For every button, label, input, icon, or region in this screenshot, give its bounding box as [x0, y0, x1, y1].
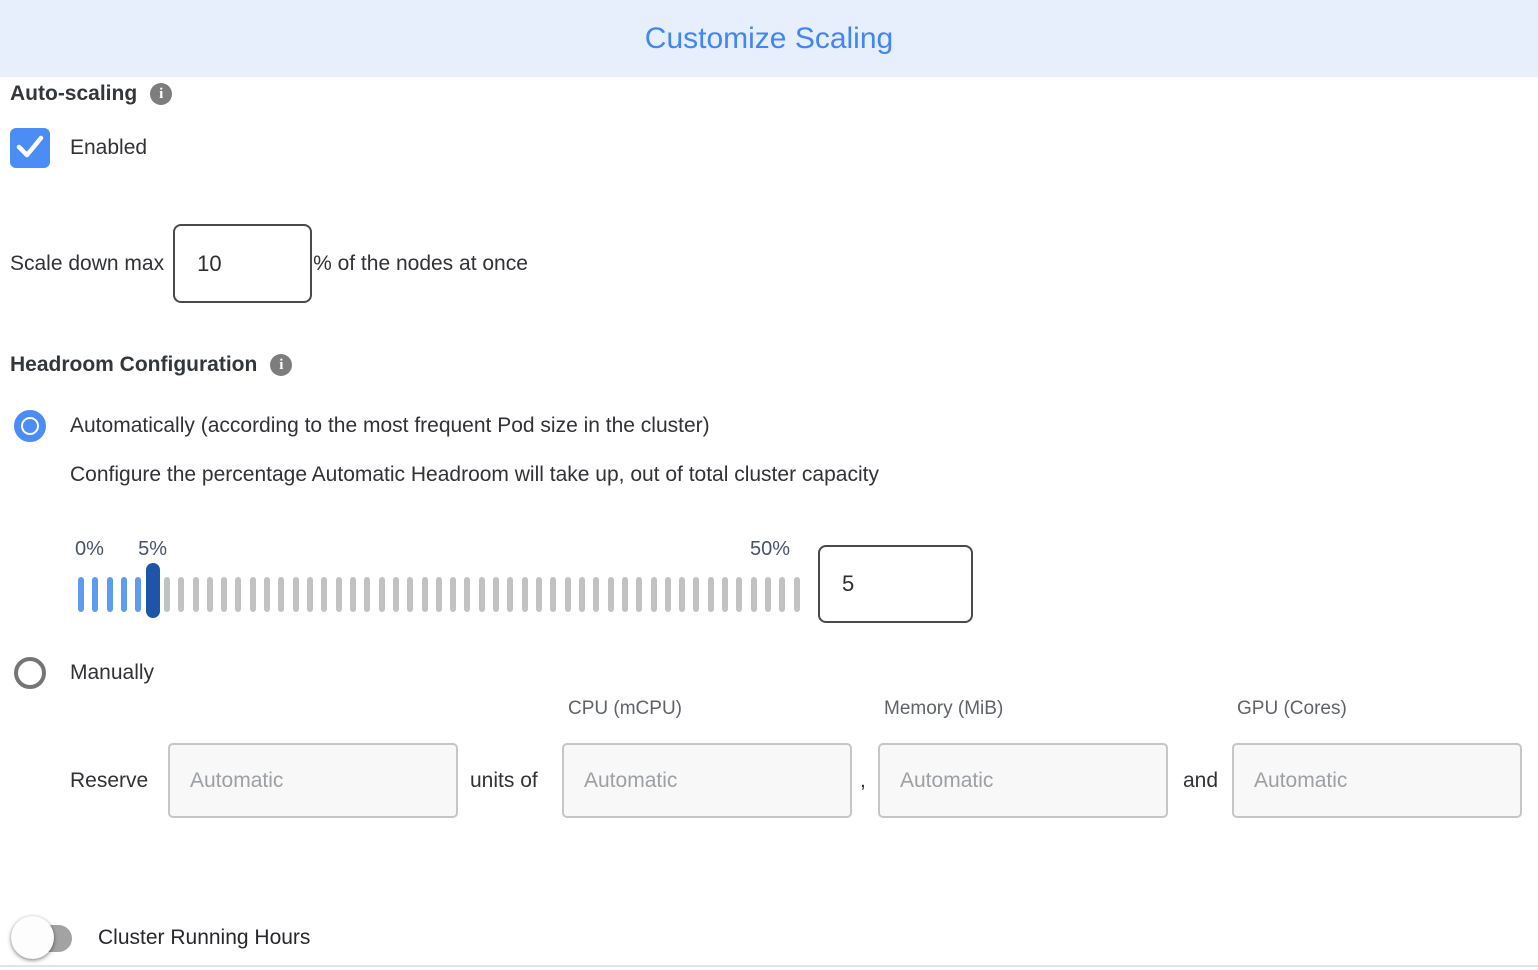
slider-tick	[163, 577, 170, 612]
comma-separator: ,	[860, 768, 866, 792]
slider-tick	[636, 577, 643, 612]
info-icon[interactable]: i	[270, 354, 293, 376]
slider-tick	[736, 577, 743, 612]
slider-tick	[349, 577, 356, 612]
headroom-manually-radio[interactable]	[14, 657, 46, 689]
slider-tick	[178, 577, 185, 612]
headroom-manually-label: Manually	[70, 661, 155, 684]
slider-tick	[464, 577, 471, 612]
slider-tick	[364, 577, 371, 612]
slider-tick	[235, 577, 242, 612]
cluster-running-hours-label: Cluster Running Hours	[98, 926, 311, 949]
scale-down-suffix: % of the nodes at once	[313, 251, 528, 275]
slider-tick	[78, 577, 84, 612]
slider-tick	[221, 577, 228, 612]
scale-down-row: Scale down max % of the nodes at once	[10, 224, 528, 303]
slider-tick	[679, 577, 686, 612]
slider-tick	[435, 577, 442, 612]
slider-tick	[392, 577, 399, 612]
bottom-divider	[0, 965, 1538, 967]
scale-down-input[interactable]	[173, 224, 313, 303]
reserve-label: Reserve	[70, 768, 149, 792]
headroom-percentage-input[interactable]	[818, 545, 973, 623]
info-icon[interactable]: i	[150, 83, 173, 105]
slider-tick	[407, 577, 414, 612]
slider-tick	[421, 577, 428, 612]
and-label: and	[1183, 768, 1219, 792]
slider-tick	[693, 577, 700, 612]
slider-tick	[750, 577, 757, 612]
headroom-slider-ticks[interactable]	[78, 577, 800, 612]
panel-header: Customize Scaling	[0, 0, 1538, 77]
checkmark-icon	[10, 126, 50, 171]
slider-tick	[607, 577, 614, 612]
auto-scaling-checkbox[interactable]	[10, 128, 50, 168]
automatic-headroom-description: Configure the percentage Automatic Headr…	[70, 463, 879, 486]
memory-column-header: Memory (MiB)	[884, 698, 1004, 719]
slider-tick	[307, 577, 313, 612]
slider-tick	[292, 577, 299, 612]
memory-input[interactable]	[878, 743, 1168, 818]
slider-tick	[478, 577, 485, 612]
slider-tick	[521, 577, 528, 612]
slider-tick	[92, 577, 99, 612]
slider-tick	[765, 577, 771, 612]
slider-tick	[564, 577, 571, 612]
slider-tick	[264, 577, 271, 612]
cluster-running-hours-toggle[interactable]	[11, 916, 83, 960]
slider-tick	[578, 577, 585, 612]
slider-tick	[707, 577, 714, 612]
cpu-column-header: CPU (mCPU)	[568, 698, 682, 719]
slider-tick	[650, 577, 657, 612]
slider-tick	[593, 577, 600, 612]
headroom-label: Headroom Configuration	[10, 353, 258, 376]
slider-tick	[135, 577, 142, 612]
slider-tick	[493, 577, 500, 612]
slider-tick	[321, 577, 328, 612]
slider-tick	[507, 577, 514, 612]
auto-scaling-section-label: Auto-scaling i	[10, 82, 173, 106]
slider-tick	[793, 577, 800, 612]
slider-tick	[249, 577, 256, 612]
slider-tick	[278, 577, 285, 612]
slider-tick	[450, 577, 457, 612]
slider-tick	[120, 577, 127, 612]
slider-tick	[536, 577, 542, 612]
slider-tick	[779, 577, 786, 612]
headroom-slider-handle[interactable]	[145, 563, 160, 618]
slider-tick	[335, 577, 342, 612]
slider-current-label: 5%	[138, 538, 168, 560]
headroom-slider: 0% 5% 50%	[75, 538, 800, 633]
slider-tick	[722, 577, 729, 612]
reserve-units-input[interactable]	[168, 743, 458, 818]
page-title: Customize Scaling	[644, 21, 894, 55]
headroom-manually-option[interactable]: Manually	[14, 657, 154, 689]
slider-tick	[206, 577, 213, 612]
slider-tick	[378, 577, 385, 612]
gpu-input[interactable]	[1232, 743, 1522, 818]
slider-min-label: 0%	[75, 538, 104, 560]
auto-scaling-enabled-row: Enabled	[10, 128, 147, 168]
toggle-knob-icon	[11, 916, 54, 959]
slider-tick	[192, 577, 199, 612]
slider-tick	[106, 577, 113, 612]
slider-tick	[621, 577, 628, 612]
slider-tick	[550, 577, 557, 612]
enabled-label: Enabled	[70, 136, 148, 159]
headroom-automatic-label: Automatically (according to the most fre…	[70, 414, 710, 437]
headroom-automatic-radio[interactable]	[14, 410, 46, 442]
slider-max-label: 50%	[749, 538, 790, 560]
scale-down-label: Scale down max	[10, 251, 165, 275]
gpu-column-header: GPU (Cores)	[1237, 698, 1347, 719]
headroom-automatic-option[interactable]: Automatically (according to the most fre…	[14, 410, 710, 442]
cpu-input[interactable]	[562, 743, 852, 818]
units-of-label: units of	[470, 768, 538, 792]
auto-scaling-label: Auto-scaling	[10, 82, 138, 105]
slider-tick	[664, 577, 671, 612]
headroom-section-label: Headroom Configuration i	[10, 353, 293, 377]
